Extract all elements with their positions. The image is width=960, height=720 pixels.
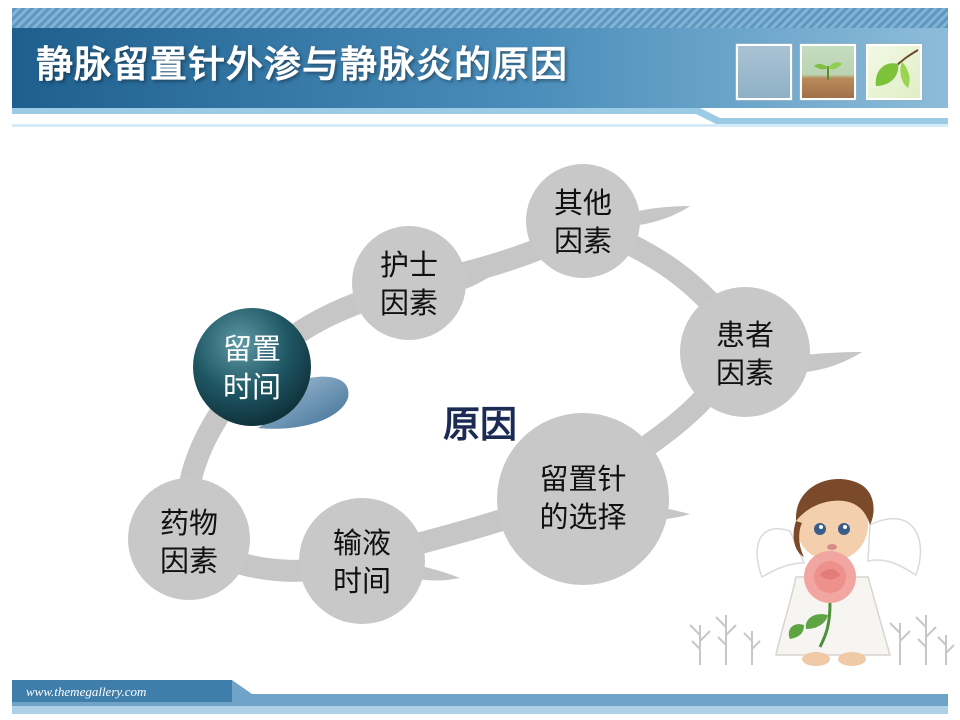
header-band — [12, 8, 948, 127]
leaf-icon — [875, 49, 919, 88]
sprout-icon — [814, 62, 842, 81]
angel-illustration — [689, 479, 955, 666]
footer-url: www.themegallery.com — [26, 684, 147, 699]
node-label-drug: 药物因素 — [159, 506, 218, 578]
node-label-duration: 留置时间 — [222, 332, 281, 404]
node-circle-patient — [680, 287, 810, 417]
node-circle-infusion — [299, 498, 425, 624]
leaf-thumbnail — [866, 44, 922, 100]
plain-thumbnail — [736, 44, 792, 100]
node-label-nurse: 护士因素 — [379, 248, 438, 320]
node-circle-nurse — [352, 226, 466, 340]
footer-band — [12, 680, 948, 714]
slide-title: 静脉留置针外渗与静脉炎的原因 — [36, 43, 568, 86]
node-circle-catheter — [497, 413, 669, 585]
node-label-infusion: 输液时间 — [332, 526, 391, 598]
node-circle-duration — [193, 308, 311, 426]
node-label-patient: 患者因素 — [715, 318, 774, 390]
center-label: 原因 — [443, 403, 517, 446]
node-circle-drug — [128, 478, 250, 600]
sprout-thumbnail — [800, 44, 856, 100]
node-circle-other — [526, 164, 640, 278]
node-label-other: 其他因素 — [553, 186, 612, 258]
node-label-catheter: 留置针的选择 — [539, 462, 627, 534]
